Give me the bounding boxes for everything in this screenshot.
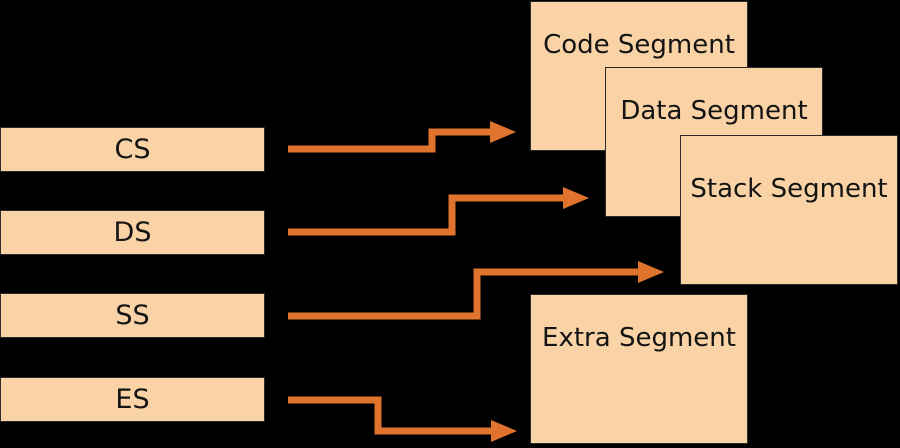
register-ds-label: DS (113, 217, 152, 248)
arrow-cs-to-code-segment (288, 121, 516, 153)
register-cs: CS (0, 127, 265, 172)
stack-segment-label: Stack Segment (690, 174, 888, 204)
register-ss: SS (0, 293, 265, 338)
stack-segment-box: Stack Segment (680, 135, 898, 285)
data-segment-label: Data Segment (620, 96, 808, 126)
register-cs-label: CS (114, 134, 151, 165)
arrow-es-to-extra-segment (288, 396, 517, 442)
extra-segment-box: Extra Segment (530, 294, 748, 444)
register-ds: DS (0, 210, 265, 255)
register-es-label: ES (115, 384, 150, 415)
register-es: ES (0, 377, 265, 422)
extra-segment-label: Extra Segment (542, 323, 736, 353)
code-segment-label: Code Segment (543, 30, 735, 60)
arrow-ds-to-data-segment (288, 187, 589, 236)
register-ss-label: SS (115, 300, 150, 331)
